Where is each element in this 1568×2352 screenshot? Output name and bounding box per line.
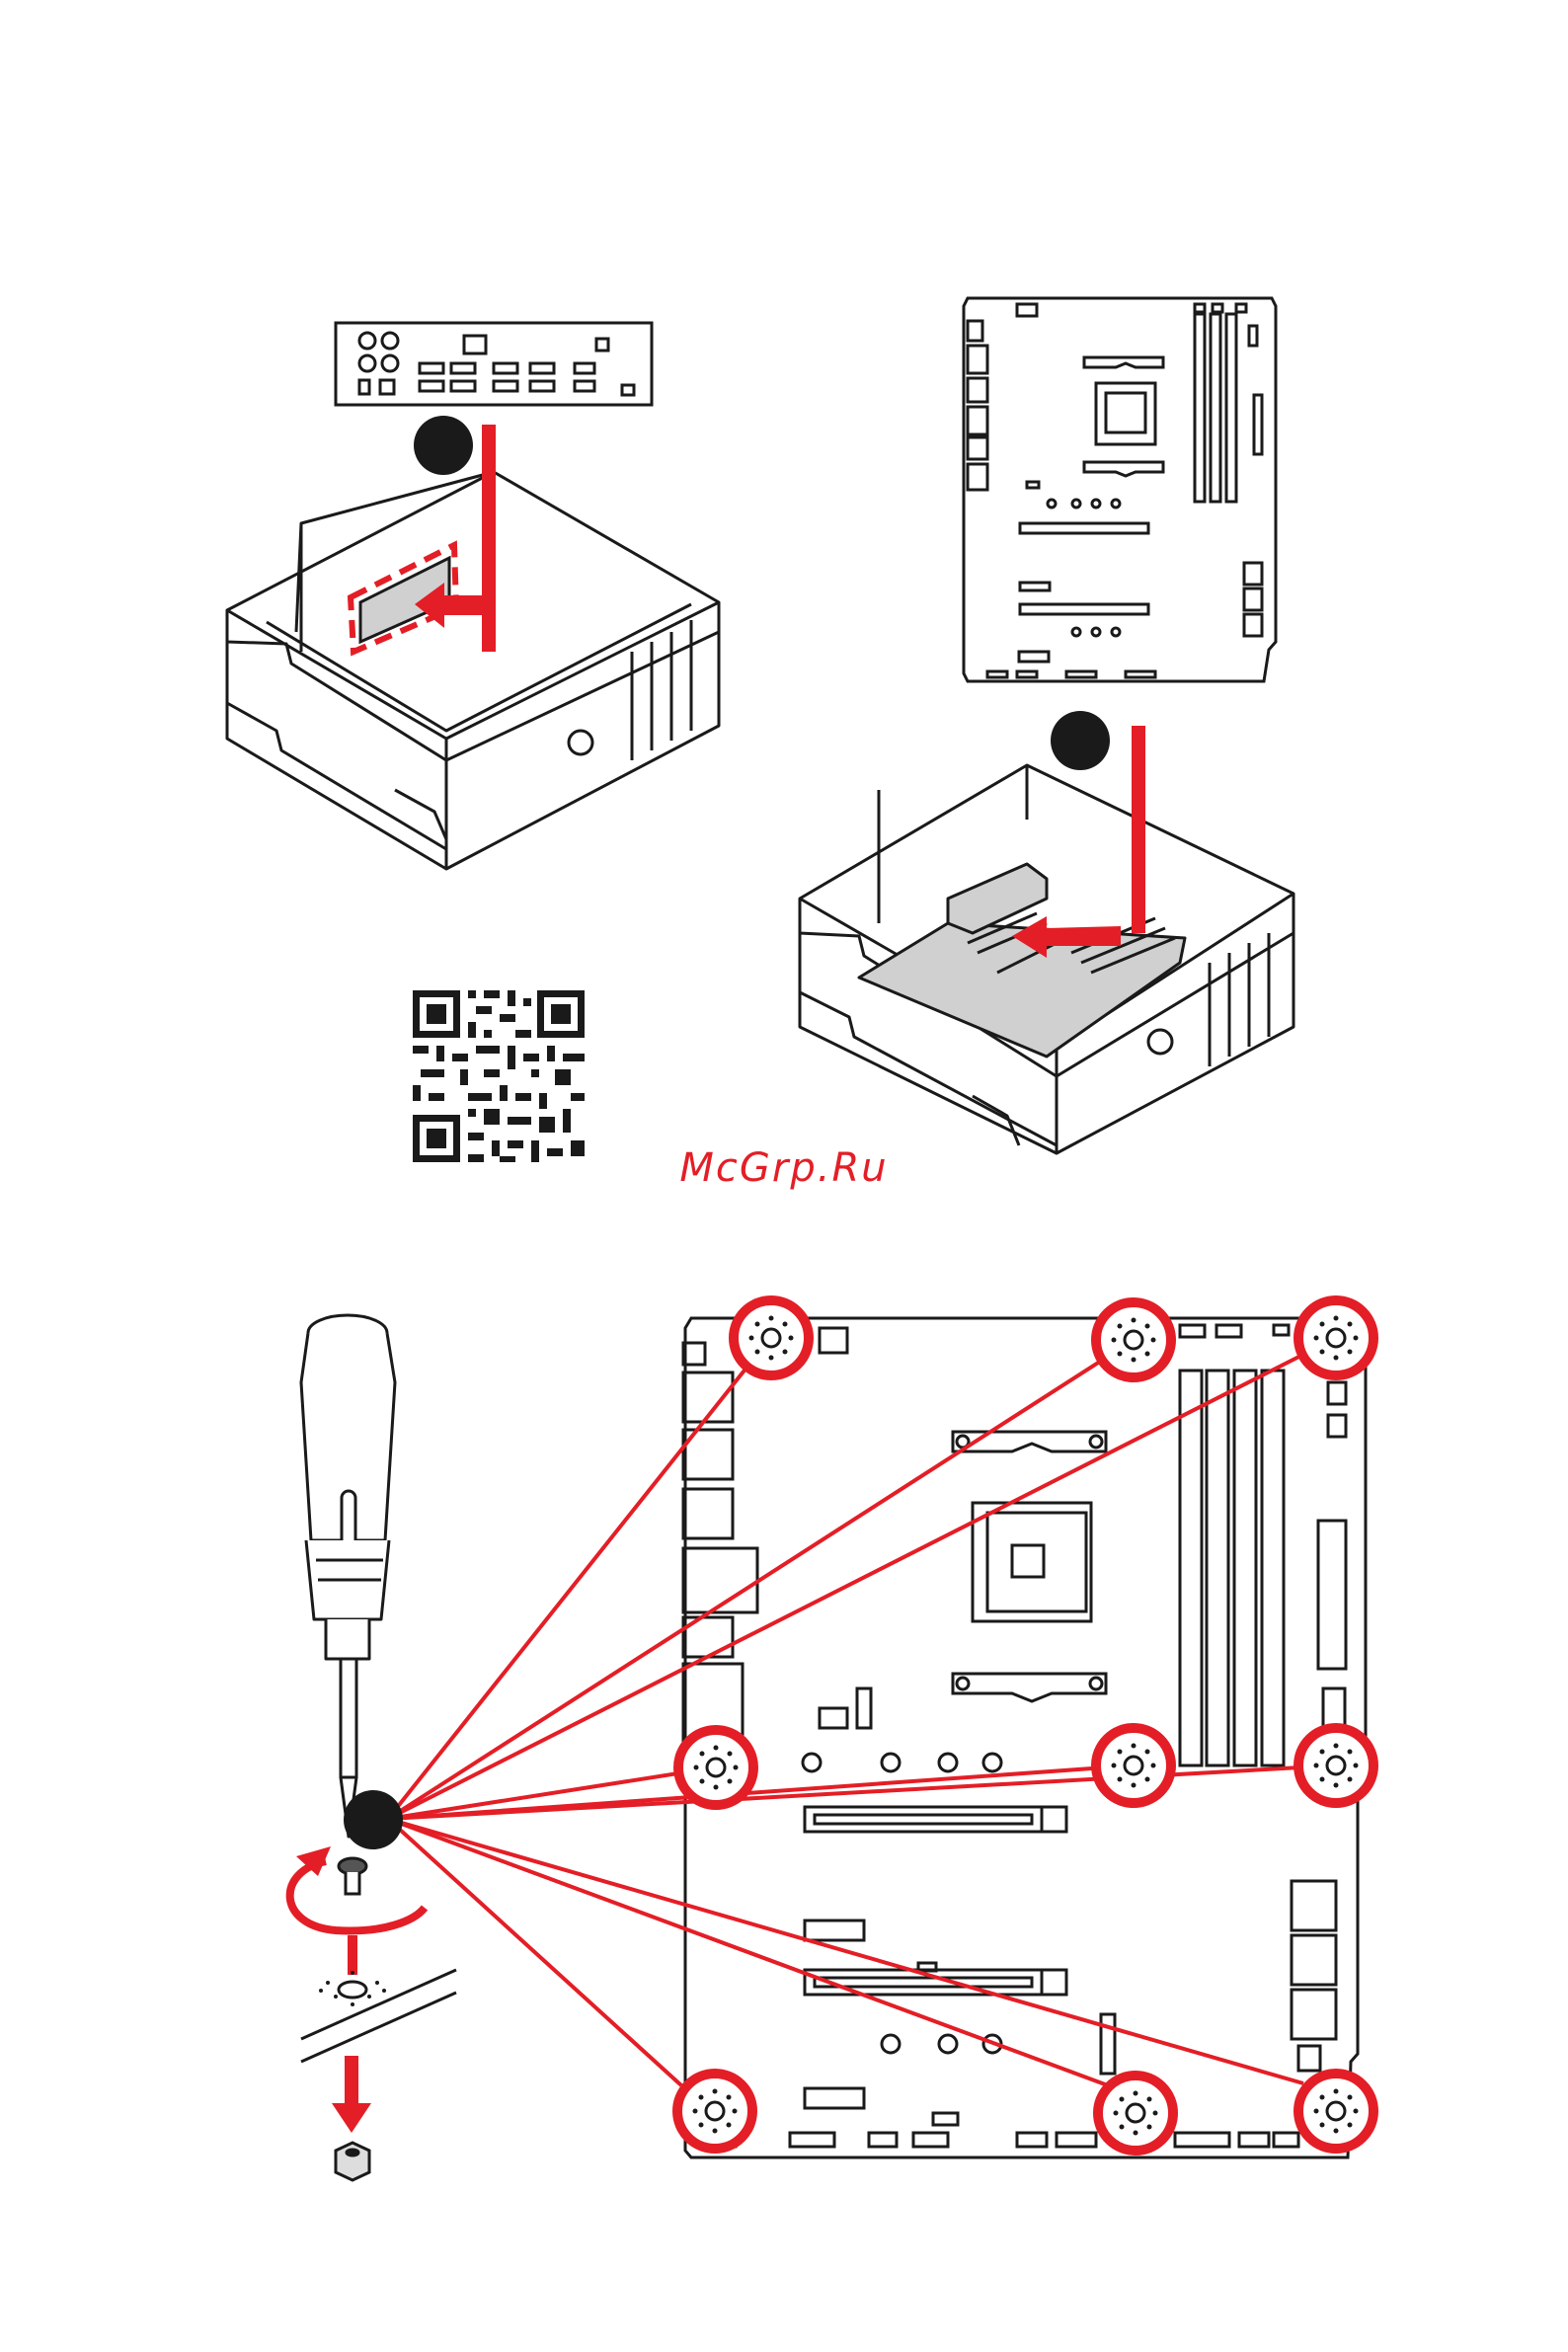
screw-hole-2: [1096, 1302, 1171, 1377]
screw-hole-1: [734, 1300, 809, 1375]
screw-hole-5: [1096, 1728, 1171, 1803]
io-shield-plate: [336, 323, 652, 405]
step-badge-3: [344, 1790, 403, 1849]
qr-code: [413, 990, 585, 1162]
step-badge-2: [1051, 711, 1110, 770]
mounting-hole-closeup: [301, 1970, 456, 2062]
motherboard-screw-layout: [683, 1318, 1366, 2157]
step-badge-1: [414, 416, 473, 475]
case-with-motherboard: [800, 765, 1294, 1153]
motherboard-top-view: [964, 298, 1276, 681]
screwdriver-icon: [301, 1315, 395, 1837]
screw-hole-9: [1298, 2074, 1373, 2149]
standoff-icon: [336, 2143, 369, 2180]
watermark-text: McGrp.Ru: [0, 1145, 1568, 1205]
screw-icon: [339, 1858, 366, 1894]
screw-hole-7: [677, 2074, 752, 2149]
screw-hole-3: [1298, 1300, 1373, 1375]
screw-hole-4: [678, 1730, 753, 1805]
screw-down-arrow: [348, 1935, 357, 1975]
pc-case: [227, 472, 719, 869]
screw-hole-6: [1298, 1728, 1373, 1803]
screw-hole-8: [1098, 2076, 1173, 2151]
standoff-down-arrow: [332, 2056, 371, 2133]
